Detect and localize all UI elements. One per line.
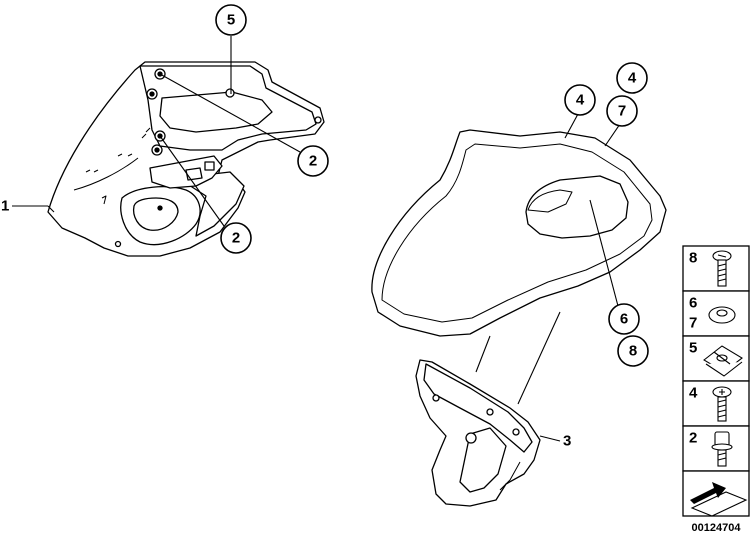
screw-icon xyxy=(712,250,732,287)
legend-num-6: 6 xyxy=(689,295,697,312)
callout-2-lower: 2 xyxy=(220,222,252,254)
callout-5: 5 xyxy=(215,4,247,36)
callout-4-left: 4 xyxy=(564,84,596,116)
svg-text:4: 4 xyxy=(628,70,637,87)
svg-text:6: 6 xyxy=(620,311,628,328)
svg-text:2: 2 xyxy=(232,230,240,247)
legend-num-2: 2 xyxy=(689,430,697,447)
washer-icon xyxy=(708,306,736,324)
part-4-trim xyxy=(371,129,667,337)
svg-text:5: 5 xyxy=(227,12,235,29)
arrow-icon xyxy=(690,482,748,517)
label-3: 3 xyxy=(563,433,571,450)
catalog-number: 00124704 xyxy=(692,522,742,534)
svg-text:4: 4 xyxy=(576,92,585,109)
legend-num-5: 5 xyxy=(689,340,697,357)
callout-7: 7 xyxy=(606,95,638,127)
collar-screw-icon xyxy=(711,431,733,467)
part-3-bracket xyxy=(415,359,541,507)
legend-num-7: 7 xyxy=(689,315,697,332)
callout-6: 6 xyxy=(608,303,640,335)
label-1: 1 xyxy=(1,198,9,215)
part-1-cover xyxy=(47,61,325,257)
callout-2-upper: 2 xyxy=(297,145,329,177)
svg-text:7: 7 xyxy=(618,103,626,120)
clip-nut-icon xyxy=(703,345,743,377)
legend-num-8: 8 xyxy=(689,250,697,267)
svg-text:2: 2 xyxy=(309,153,317,170)
screw-icon xyxy=(712,386,732,422)
callout-8: 8 xyxy=(617,335,649,367)
leader-lines xyxy=(12,36,621,442)
svg-text:8: 8 xyxy=(629,343,637,360)
legend-panel: 8 6 7 5 4 xyxy=(682,245,750,517)
legend-num-4: 4 xyxy=(689,385,698,402)
callout-4-right: 4 xyxy=(616,62,648,94)
